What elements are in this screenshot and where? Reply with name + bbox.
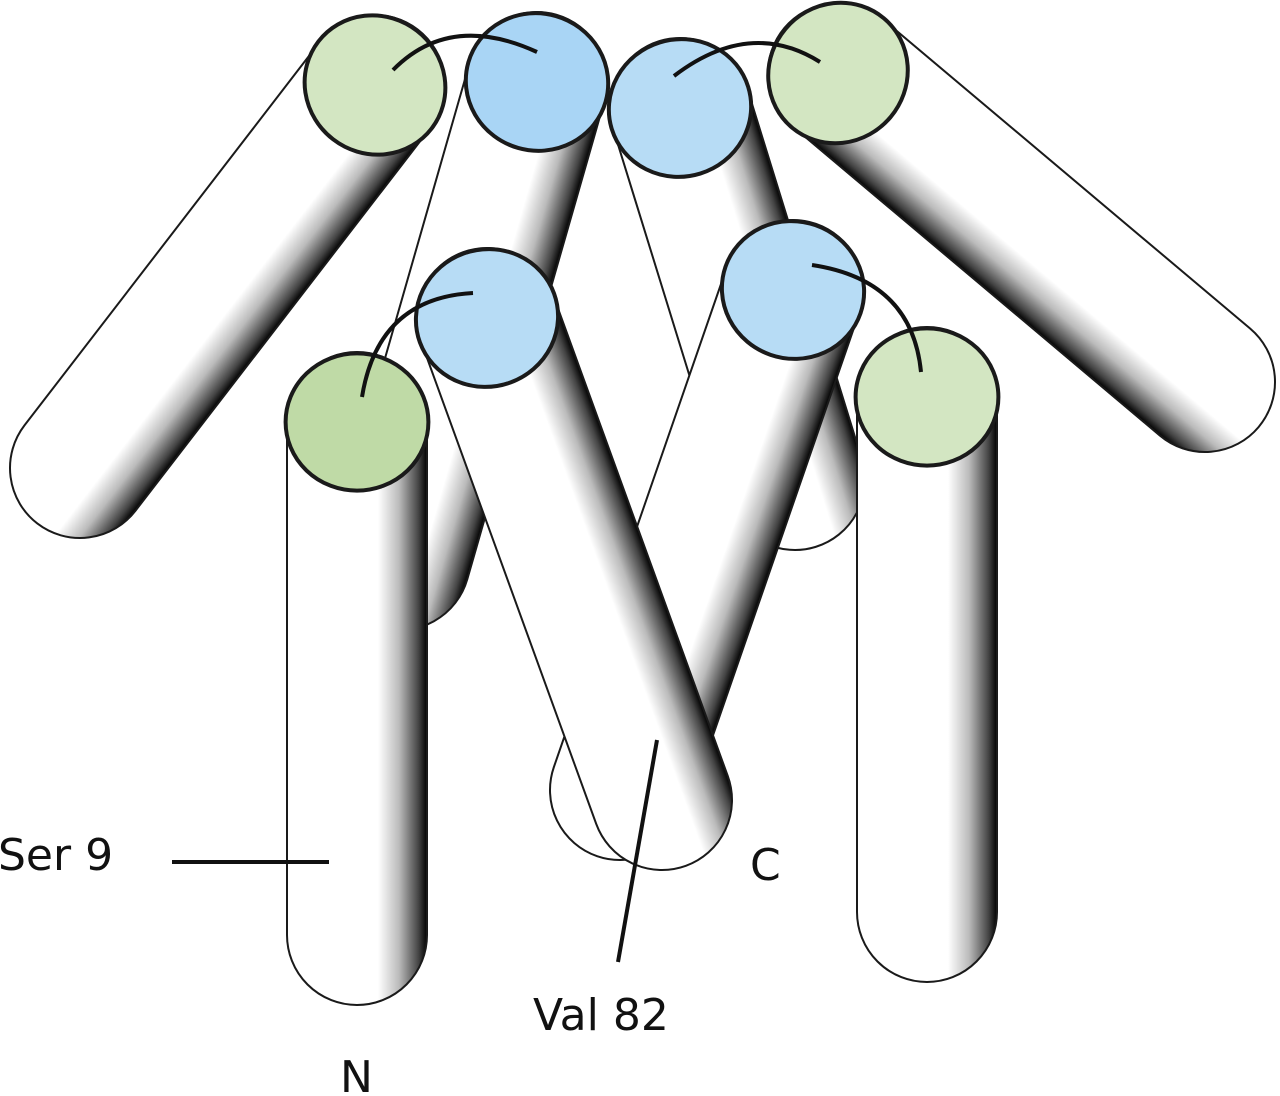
helix-upper-left-cap [302,13,448,157]
connector-loops [360,33,923,398]
val82-label: Val 82 [533,990,669,1041]
helix-middle-left-cap [413,247,561,389]
helix-n-terminal-cap [283,351,431,493]
helix-upper-left [9,13,448,540]
helix-middle-right-cap [719,219,867,361]
helix-middle-left [413,247,733,871]
loop-1 [391,33,538,72]
loop-4 [811,263,923,373]
c-terminus-label: C [750,840,781,891]
loop-3 [360,291,474,398]
helix-upper-right-cap [766,0,910,146]
ser9-label: Ser 9 [0,830,113,881]
helix-2-cap [463,11,611,153]
val82-pointer-line [616,739,659,963]
helix-3-cap [606,37,754,179]
annotations [172,739,659,963]
helix-upper-right [766,0,1277,454]
helix-n-terminal [283,351,431,1006]
helix-c-terminal-cap [853,326,1001,468]
loop-2 [672,41,822,78]
helices-group [9,0,1277,1006]
helix-c-terminal [853,326,1001,983]
n-terminus-label: N [340,1052,373,1096]
